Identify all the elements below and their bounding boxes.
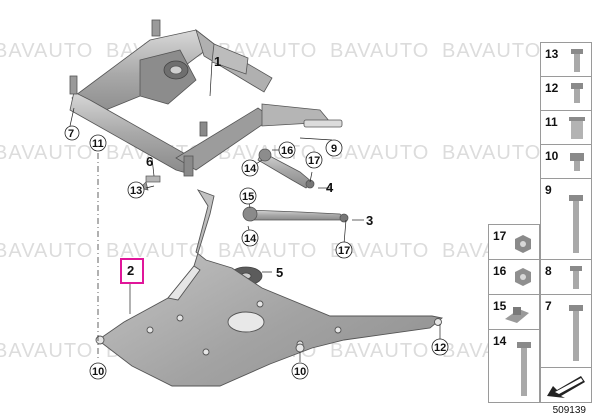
hardware-tile-13[interactable]: 13 xyxy=(540,42,592,77)
callout-15: 15 xyxy=(242,191,254,203)
watermark: BAVAUTO xyxy=(0,142,94,164)
callout-12: 12 xyxy=(434,342,446,354)
tile-number: 11 xyxy=(545,115,558,129)
sleeve-bushing-icon xyxy=(569,117,585,139)
lock-nut-icon xyxy=(515,235,531,253)
stud-bolt-icon xyxy=(570,266,582,289)
control-arm-upper xyxy=(257,148,315,189)
tile-number: 8 xyxy=(545,264,552,278)
callout-7: 7 xyxy=(68,128,74,140)
tile-number: 10 xyxy=(545,149,559,163)
hardware-tile-16[interactable]: 16 xyxy=(488,259,540,295)
tile-number: 17 xyxy=(493,229,507,243)
flange-bolt-icon xyxy=(571,49,583,72)
short-bolt-icon xyxy=(571,83,583,103)
flange-nut-icon xyxy=(515,268,531,286)
watermark: BAVAUTO xyxy=(442,40,542,62)
tile-number: 13 xyxy=(545,47,559,61)
callout-14: 14 xyxy=(244,233,257,245)
long-bolt-icon xyxy=(569,195,583,253)
front-subframe xyxy=(69,19,343,177)
callout-6: 6 xyxy=(146,154,153,169)
callout-9: 9 xyxy=(331,143,337,155)
hardware-tile-8[interactable]: 8 xyxy=(540,259,592,295)
callout-16: 16 xyxy=(281,145,293,157)
hardware-tile-11[interactable]: 11 xyxy=(540,110,592,145)
hardware-tile-12[interactable]: 12 xyxy=(540,76,592,111)
watermark: BAVAUTO xyxy=(0,40,94,62)
watermark: BAVAUTO xyxy=(442,142,542,164)
long-bolt-icon xyxy=(569,305,583,361)
watermark: BAVAUTO xyxy=(330,240,430,262)
long-bolt-icon xyxy=(517,342,531,396)
callout-11: 11 xyxy=(92,138,104,150)
callout-10: 10 xyxy=(92,366,104,378)
hardware-tile-9[interactable]: 9 xyxy=(540,178,592,260)
hardware-tile-14[interactable]: 14 xyxy=(488,329,540,403)
tile-number: 14 xyxy=(493,334,507,348)
watermark: BAVAUTO xyxy=(0,340,94,362)
callout-3: 3 xyxy=(366,213,373,228)
tile-number: 15 xyxy=(493,299,507,313)
clip-nut-icon xyxy=(505,307,529,323)
arrow-down-left-icon xyxy=(547,376,585,398)
tile-number: 12 xyxy=(545,81,559,95)
watermark: BAVAUTO xyxy=(330,40,430,62)
callout-14: 14 xyxy=(244,163,257,175)
hardware-tile-15[interactable]: 15 xyxy=(488,294,540,330)
highlighted-part-label: 2 xyxy=(127,263,135,278)
hex-nut-icon xyxy=(570,153,584,171)
watermark: BAVAUTO xyxy=(330,142,430,164)
watermark: BAVAUTO xyxy=(330,340,430,362)
control-arm-lower xyxy=(242,206,349,223)
tile-number: 9 xyxy=(545,183,552,197)
next-page-tile[interactable] xyxy=(540,367,592,403)
callout-17: 17 xyxy=(338,245,350,257)
reinforcement-plate xyxy=(95,189,444,387)
hardware-tile-17[interactable]: 17 xyxy=(488,224,540,260)
callout-5: 5 xyxy=(276,265,283,280)
callout-4: 4 xyxy=(326,180,334,195)
highlighted-part-box[interactable]: 2 xyxy=(120,258,144,284)
hardware-tile-10[interactable]: 10 xyxy=(540,144,592,179)
watermark: BAVAUTO xyxy=(218,240,318,262)
callout-17: 17 xyxy=(308,155,320,167)
callout-10: 10 xyxy=(294,366,306,378)
tile-number: 16 xyxy=(493,264,507,278)
tile-number: 7 xyxy=(545,299,552,313)
hardware-tile-7[interactable]: 7 xyxy=(540,294,592,368)
callout-1: 1 xyxy=(214,54,221,69)
callout-13: 13 xyxy=(130,185,142,197)
watermark: BAVAUTO xyxy=(106,240,206,262)
watermark: BAVAUTO xyxy=(0,240,94,262)
catalog-number: 509139 xyxy=(552,405,586,416)
